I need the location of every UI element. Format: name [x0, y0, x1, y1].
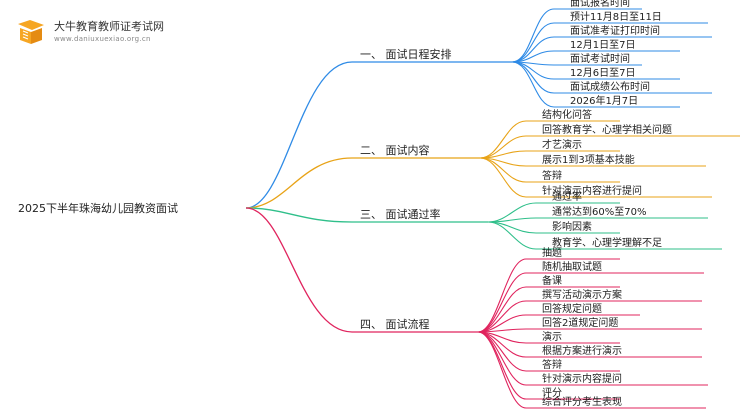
branch-connector — [245, 207, 478, 333]
leaf-connector — [511, 8, 642, 63]
leaf-connector — [487, 221, 722, 250]
book-logo-icon — [18, 20, 44, 44]
leaf-label: 面试报名时间 — [570, 0, 630, 9]
leaf-label: 展示1到3项基本技能 — [542, 153, 635, 166]
brand-name: 大牛教育教师证考试网 — [54, 20, 164, 33]
branch-label: 四、 面试流程 — [360, 317, 430, 331]
leaf-label: 回答教育学、心理学相关问题 — [542, 123, 672, 136]
leaf-label: 结构化问答 — [542, 108, 592, 121]
branch-connector — [245, 157, 480, 209]
leaf-label: 针对演示内容提问 — [542, 372, 622, 385]
root-topic: 2025下半年珠海幼儿园教资面试 — [18, 201, 178, 215]
leaf-connector — [487, 217, 708, 223]
leaf-label: 回答规定问题 — [542, 302, 602, 315]
branch-label: 二、 面试内容 — [360, 143, 430, 157]
leaf-label: 备课 — [542, 274, 562, 287]
leaf-label: 答辩 — [542, 169, 562, 182]
leaf-label: 随机抽取试题 — [542, 260, 602, 273]
leaf-label: 2026年1月7日 — [570, 94, 638, 107]
branch-label: 三、 面试通过率 — [360, 207, 441, 221]
leaf-label: 抽题 — [542, 246, 562, 259]
leaf-label: 回答2道规定问题 — [542, 316, 618, 329]
leaf-connector — [477, 258, 620, 333]
leaf-label: 才艺演示 — [542, 138, 582, 151]
leaf-connector — [477, 328, 702, 333]
leaf-label: 撰写活动演示方案 — [542, 288, 622, 301]
brand-url: www.daniuxuexiao.org.cn — [54, 35, 151, 43]
leaf-label: 预计11月8日至11日 — [570, 10, 662, 23]
leaf-connector — [477, 286, 620, 333]
leaf-label: 通过率 — [552, 190, 582, 203]
leaf-label: 评分 — [542, 387, 562, 399]
branch-connector — [245, 61, 512, 209]
leaf-label: 12月6日至7日 — [570, 67, 635, 79]
leaf-label: 影响因素 — [552, 220, 592, 233]
brand-logo: 大牛教育教师证考试网 www.daniuxuexiao.org.cn — [14, 14, 204, 50]
leaf-connector — [477, 331, 706, 409]
branch-label: 一、 面试日程安排 — [360, 47, 452, 61]
leaf-connector — [511, 61, 680, 108]
leaf-label: 教育学、心理学理解不足 — [552, 236, 662, 249]
leaf-connector — [477, 272, 704, 333]
leaf-label: 演示 — [542, 330, 562, 343]
leaf-label: 面试考试时间 — [570, 52, 630, 65]
leaf-label: 通常达到60%至70% — [552, 205, 646, 218]
leaf-label: 面试准考证打印时间 — [570, 24, 660, 37]
leaf-label: 12月1日至7日 — [570, 39, 635, 51]
leaf-label: 综合评分考生表现 — [542, 395, 622, 408]
leaf-label: 针对演示内容进行提问 — [542, 184, 642, 197]
leaf-label: 面试成绩公布时间 — [570, 80, 650, 93]
leaf-connector — [479, 150, 620, 159]
leaf-connector — [479, 157, 712, 198]
leaf-label: 答辩 — [542, 358, 562, 371]
branch-connector — [245, 207, 488, 223]
leaf-label: 根据方案进行演示 — [542, 344, 622, 357]
